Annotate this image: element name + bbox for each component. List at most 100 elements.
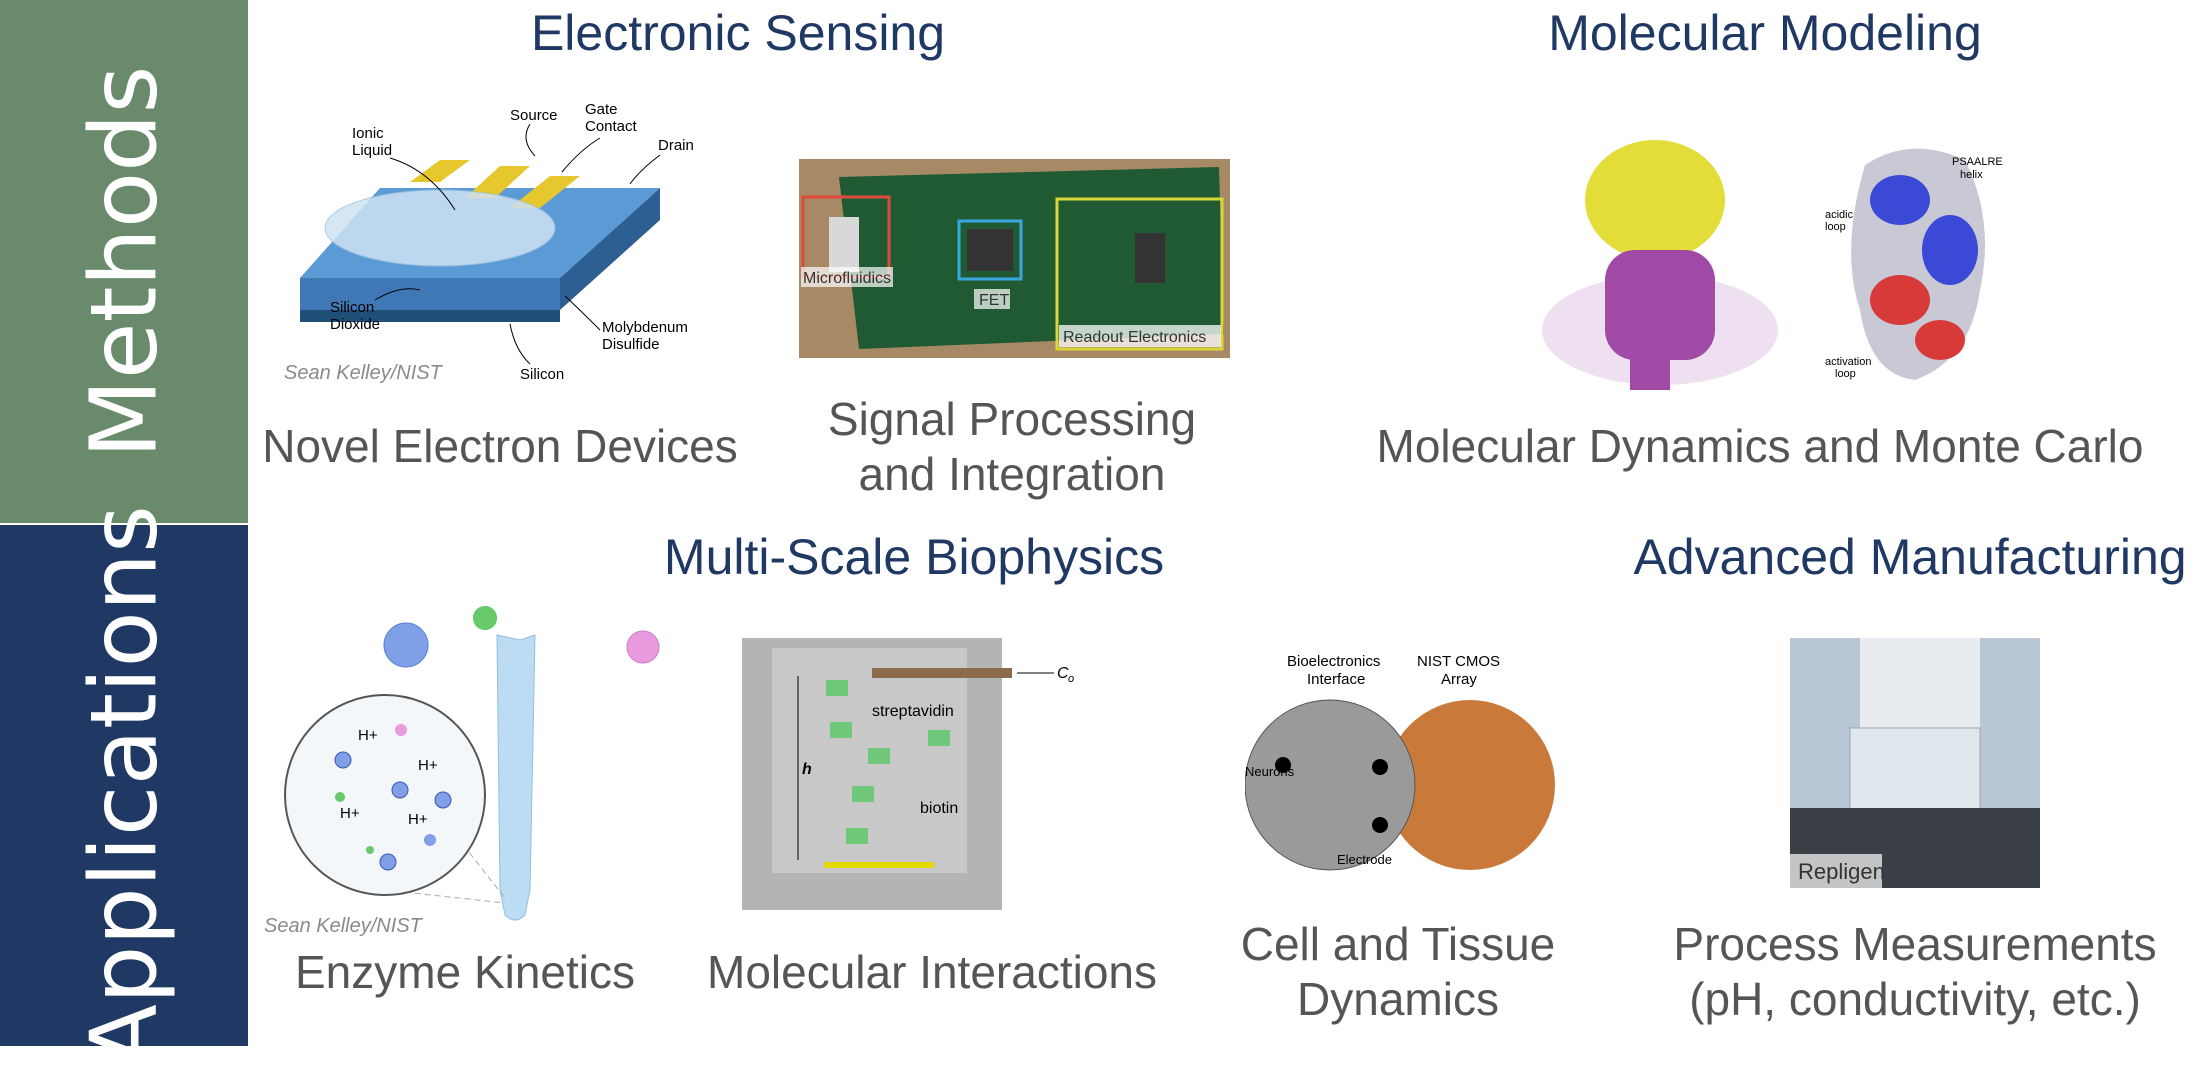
- label-ionic: Ionic: [352, 125, 384, 142]
- label-contact: Contact: [585, 118, 638, 135]
- streptavidin-shape: [852, 786, 874, 802]
- label-h: h: [802, 761, 812, 778]
- label-fet: FET: [979, 292, 1009, 309]
- streptavidin-shape: [928, 730, 950, 746]
- negative-patch: [1870, 275, 1930, 325]
- caption-md-mc: Molecular Dynamics and Monte Carlo: [1376, 420, 2144, 472]
- blue-molecule-icon: [383, 622, 429, 668]
- fet-tag: [974, 289, 1010, 309]
- leader-line: [564, 295, 601, 331]
- label-interface: Interface: [1307, 671, 1365, 688]
- label-molybdenum: Molybdenum: [602, 319, 688, 336]
- caption-enzyme-kinetics: Enzyme Kinetics: [294, 946, 636, 998]
- caption-signal-processing: Signal Processing and Integration: [828, 392, 1196, 502]
- label-neurons: Neurons: [1245, 764, 1295, 779]
- label-nist-cmos: NIST CMOS: [1417, 653, 1500, 670]
- enzyme-credit: Sean Kelley/NIST: [264, 915, 422, 937]
- device-credit: Sean Kelley/NIST: [284, 362, 442, 384]
- process-photo: Repligen: [1790, 638, 2040, 888]
- electrostatic-surface: PSAALRE helix acidic loop activation loo…: [1820, 130, 2015, 395]
- caption-process-measurements: Process Measurements (pH, conductivity, …: [1673, 917, 2156, 1027]
- device-schematic-svg: Ionic Liquid Source Gate Contact Drain S…: [300, 101, 694, 383]
- microfluidic-tube: [829, 217, 859, 272]
- label-c: C: [1057, 665, 1069, 682]
- circuit-board-photo: Microfluidics FET Readout Electronics: [799, 159, 1230, 358]
- label-electrode: Electrode: [1337, 852, 1392, 867]
- electrode-dot: [1275, 757, 1291, 773]
- leader-line: [629, 154, 661, 185]
- label-loop-2: loop: [1835, 368, 1856, 380]
- molecule-dot: [334, 751, 352, 769]
- label-gate: Gate: [585, 101, 618, 118]
- md-protein-svg: [1535, 110, 1785, 410]
- circuit-board-svg: Microfluidics FET Readout Electronics: [799, 159, 1230, 358]
- heading-molecular-modeling: Molecular Modeling: [1548, 5, 1982, 61]
- electrode-dot: [1372, 817, 1388, 833]
- label-loop-1: loop: [1825, 221, 1846, 233]
- label-h-plus-1: H+: [358, 727, 378, 744]
- caption-molecular-interactions: Molecular Interactions: [707, 946, 1157, 998]
- test-tube: [496, 634, 536, 921]
- label-c-subscript: o: [1068, 673, 1074, 685]
- molecule-dot: [391, 781, 409, 799]
- cmos-array-circle: [1385, 700, 1555, 870]
- streptavidin-shape: [868, 748, 890, 764]
- caption-line: Cell and Tissue: [1240, 918, 1556, 970]
- fet-box: [957, 219, 1023, 281]
- leader-line: [509, 323, 531, 365]
- streptavidin-shape: [846, 828, 868, 844]
- heading-advanced-manufacturing: Advanced Manufacturing: [1633, 529, 2187, 585]
- molecular-interactions-svg: C o h streptavidin biotin: [742, 638, 1074, 910]
- label-silicon: Silicon: [520, 366, 564, 383]
- label-readout-electronics: Readout Electronics: [1063, 329, 1206, 346]
- label-streptavidin: streptavidin: [872, 703, 954, 720]
- device-schematic: Ionic Liquid Source Gate Contact Drain S…: [280, 100, 720, 390]
- label-h-plus-2: H+: [418, 757, 438, 774]
- electrode-dot: [1372, 759, 1388, 775]
- label-drain: Drain: [658, 137, 694, 154]
- leader-line: [525, 123, 536, 157]
- drain-contact: [510, 176, 580, 208]
- biotin-surface: [824, 862, 934, 868]
- heading-electronic-sensing: Electronic Sensing: [530, 5, 946, 61]
- enzyme-kinetics-overlay: H+ H+ H+ H+: [280, 600, 670, 930]
- positive-patch: [1922, 215, 1978, 285]
- label-array: Array: [1441, 671, 1477, 688]
- leader-line: [374, 288, 421, 301]
- readout-tag: [1059, 325, 1221, 347]
- purple-helices: [1605, 250, 1715, 360]
- electrostatic-svg: PSAALRE helix acidic loop activation loo…: [1825, 148, 2003, 380]
- concentration-bar: [872, 668, 1012, 678]
- molecule-dot: [434, 791, 452, 809]
- source-contact: [410, 160, 470, 182]
- streptavidin-shape: [826, 680, 848, 696]
- md-protein-render: [1535, 110, 1785, 410]
- ionic-liquid-drop: [324, 189, 556, 267]
- caption-cell-tissue: Cell and Tissue Dynamics: [1241, 917, 1556, 1027]
- readout-box: [1055, 197, 1224, 351]
- process-photo-svg: Repligen: [1790, 638, 2040, 888]
- molecule-dot: [366, 846, 374, 854]
- neuron-circle: [1245, 699, 1416, 871]
- positive-patch: [1870, 175, 1930, 225]
- applications-label: Applications: [70, 504, 178, 1067]
- gate-contact: [465, 166, 530, 198]
- leader-line: [561, 137, 601, 173]
- streptavidin-shape: [830, 722, 852, 738]
- label-disulfide: Disulfide: [602, 336, 660, 353]
- caption-novel-electron-devices: Novel Electron Devices: [262, 420, 738, 472]
- yellow-domain: [1585, 140, 1725, 260]
- methods-band: Methods: [0, 0, 248, 523]
- silicon-layer: [300, 310, 560, 322]
- cell-cmos-svg: Bioelectronics Interface NIST CMOS Array…: [1245, 653, 1555, 871]
- enzyme-overlay-svg: H+ H+ H+ H+: [284, 606, 660, 921]
- substrate-side: [560, 188, 660, 310]
- label-microfluidics: Microfluidics: [803, 270, 891, 287]
- label-biotin: biotin: [920, 800, 958, 817]
- negative-patch: [1915, 320, 1965, 360]
- applications-band: Applications: [0, 505, 248, 1066]
- label-repligen: Repligen: [1798, 859, 1885, 884]
- caption-line: Dynamics: [1297, 973, 1499, 1025]
- molecule-dot: [335, 792, 345, 802]
- microfluidics-tag: [801, 267, 893, 287]
